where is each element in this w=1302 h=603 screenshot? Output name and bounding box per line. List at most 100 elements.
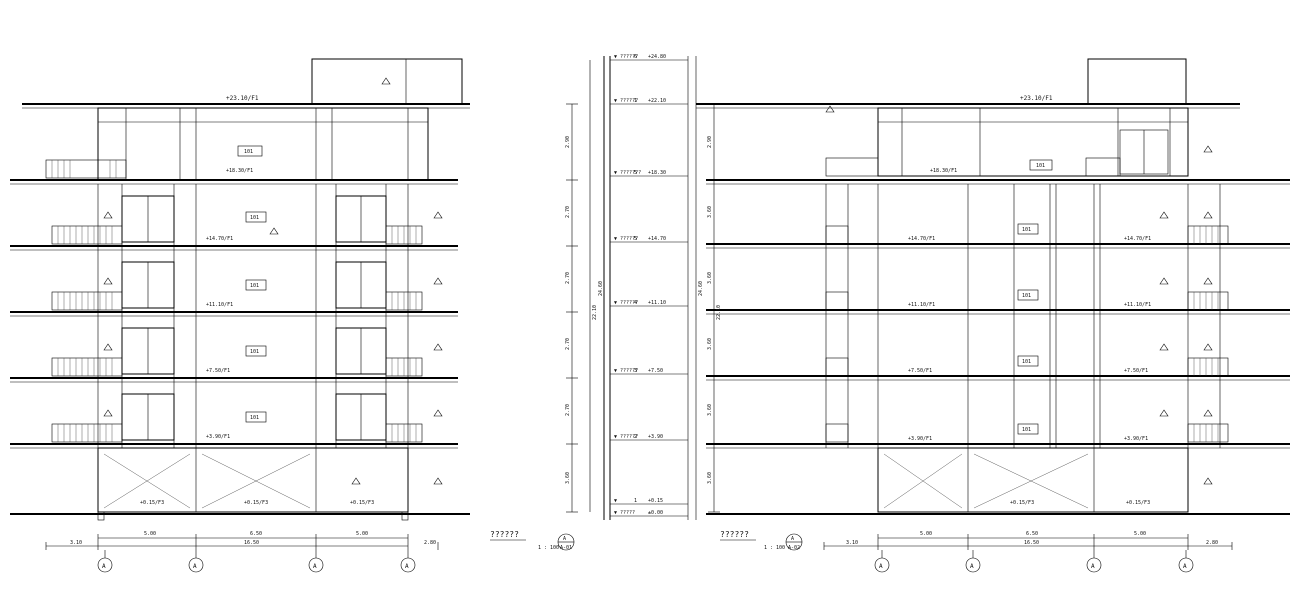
level-scale: +24.80 +22.10 +18.30 +14.70 +11.10 +7.50… <box>598 54 704 520</box>
left-room-tags <box>245 211 267 423</box>
right-room-tag-f2: 101 <box>1022 359 1031 365</box>
svg-text:▼ ??????: ▼ ?????? <box>614 300 638 306</box>
right-ground-floor <box>877 447 1189 513</box>
level-marks: ▼ ?????? ▼ ?????? ▼ ??????? ▼ ?????? ▼ ?… <box>614 54 641 516</box>
right-dim-ticks <box>708 103 720 513</box>
left-room-tag-f1: 101 <box>250 415 259 421</box>
left-room-tag-f4: 101 <box>250 215 259 221</box>
right-ground-bracing <box>883 453 1089 509</box>
left-height-5: 2.70 <box>565 404 571 416</box>
left-room-tag-top: 101 <box>244 149 253 155</box>
right-level-f4b: +14.70/F1 <box>1124 236 1151 242</box>
left-top-railing <box>51 160 117 178</box>
left-grid-label-3: A <box>313 563 317 570</box>
right-title: ?????? <box>720 530 749 539</box>
left-floor-slabs <box>10 179 458 449</box>
left-room-tag-f2: 101 <box>250 349 259 355</box>
right-dim-ticks-h <box>823 534 1233 550</box>
left-level-f2: +7.50/F1 <box>206 368 230 374</box>
right-room-tags <box>1017 223 1039 435</box>
left-dim-left: 3.10 <box>70 540 82 546</box>
left-dim-seg-1: 5.00 <box>144 531 156 537</box>
level-mark-8: 1 <box>634 498 637 504</box>
right-room-tag-f1: 101 <box>1022 427 1031 433</box>
level-label-4: +14.70 <box>648 236 666 242</box>
left-height-2: 2.70 <box>565 206 571 218</box>
left-ground-floor <box>97 447 409 513</box>
left-height-4: 2.70 <box>565 338 571 350</box>
left-dim-ticks <box>566 103 578 513</box>
right-top-floor-level: +18.30/F1 <box>930 168 957 174</box>
right-grid-bubbles <box>874 550 1194 573</box>
level-mark-6: 3 <box>634 368 637 374</box>
right-ground-level-2: +0.15/F3 <box>1126 500 1150 506</box>
level-label-6: +7.50 <box>648 368 663 374</box>
right-level-f3: +11.10/F1 <box>908 302 935 308</box>
left-level-f1: +3.90/F1 <box>206 434 230 440</box>
level-mark-5: 4 <box>634 300 637 306</box>
left-dim-seg-3: 5.00 <box>356 531 368 537</box>
svg-text:▼ ??????: ▼ ?????? <box>614 434 638 440</box>
left-height-6: 3.60 <box>565 472 571 484</box>
right-room-tag-top: 101 <box>1036 163 1045 169</box>
level-label-2: +22.10 <box>648 98 666 104</box>
right-top-balcony <box>825 157 879 177</box>
left-total-height: 22.10 <box>592 305 598 320</box>
left-top-floor-level: +18.30/F1 <box>226 168 253 174</box>
right-height-1: 2.90 <box>707 136 713 148</box>
level-label-3: +18.30 <box>648 170 666 176</box>
level-total-right: 24.60 <box>698 281 704 296</box>
right-grid-label-3: A <box>1091 563 1095 570</box>
right-height-2: 3.60 <box>707 206 713 218</box>
left-dim-overall: 16.50 <box>244 540 259 546</box>
svg-text:▼: ▼ <box>614 498 617 504</box>
right-section-sheet: A-02 <box>788 545 800 551</box>
right-section-ref: A <box>791 536 794 542</box>
left-ground-bracing <box>103 453 311 509</box>
level-mark-7: 2 <box>634 434 637 440</box>
left-dim-right: 2.80 <box>424 540 436 546</box>
left-railing-balusters <box>57 226 417 442</box>
svg-text:▼ ?????: ▼ ????? <box>614 510 635 516</box>
level-label-8: +0.15 <box>648 498 663 504</box>
right-level-f1b: +3.90/F1 <box>1124 436 1148 442</box>
left-section-ref: A <box>563 536 566 542</box>
level-mark-4: 5 <box>634 236 637 242</box>
left-room-tag-f3: 101 <box>250 283 259 289</box>
right-level-f2: +7.50/F1 <box>908 368 932 374</box>
right-section-markers <box>825 105 1213 485</box>
left-title: ?????? <box>490 530 519 539</box>
right-height-4: 3.60 <box>707 338 713 350</box>
right-height-5: 3.60 <box>707 404 713 416</box>
left-ground-level-2: +0.15/F3 <box>244 500 268 506</box>
svg-text:▼ ??????: ▼ ?????? <box>614 368 638 374</box>
svg-text:▼ ??????: ▼ ?????? <box>614 54 638 60</box>
right-level-f1: +3.90/F1 <box>908 436 932 442</box>
right-grid-label-2: A <box>970 563 974 570</box>
right-height-3: 3.60 <box>707 272 713 284</box>
left-height-1: 2.90 <box>565 136 571 148</box>
right-dim-seg-2: 6.50 <box>1026 531 1038 537</box>
right-penthouse-floor <box>877 107 1189 177</box>
right-dim-seg-1: 5.00 <box>920 531 932 537</box>
right-level-f3b: +11.10/F1 <box>1124 302 1151 308</box>
right-railing-balusters <box>1193 226 1219 442</box>
left-level-f3: +11.10/F1 <box>206 302 233 308</box>
left-ground-level-3: +0.15/F3 <box>350 500 374 506</box>
left-height-3: 2.70 <box>565 272 571 284</box>
left-section-sheet: A-01 <box>560 545 572 551</box>
left-grid-label-4: A <box>405 563 409 570</box>
right-room-tag-f3: 101 <box>1022 293 1031 299</box>
right-building-section: +23.10/F1 101 +18.30/F1 <box>696 58 1290 573</box>
left-level-f4: +14.70/F1 <box>206 236 233 242</box>
left-grid-label-1: A <box>102 563 106 570</box>
right-dim-seg-3: 5.00 <box>1134 531 1146 537</box>
level-label-5: +11.10 <box>648 300 666 306</box>
right-grid-label-4: A <box>1183 563 1187 570</box>
left-scale: 1 : 100 <box>538 545 559 551</box>
left-dim-ticks-h <box>45 534 439 550</box>
left-ground-level-1: +0.15/F3 <box>140 500 164 506</box>
right-dim-right: 2.80 <box>1206 540 1218 546</box>
right-roof-level-label: +23.10/F1 <box>1020 95 1053 102</box>
